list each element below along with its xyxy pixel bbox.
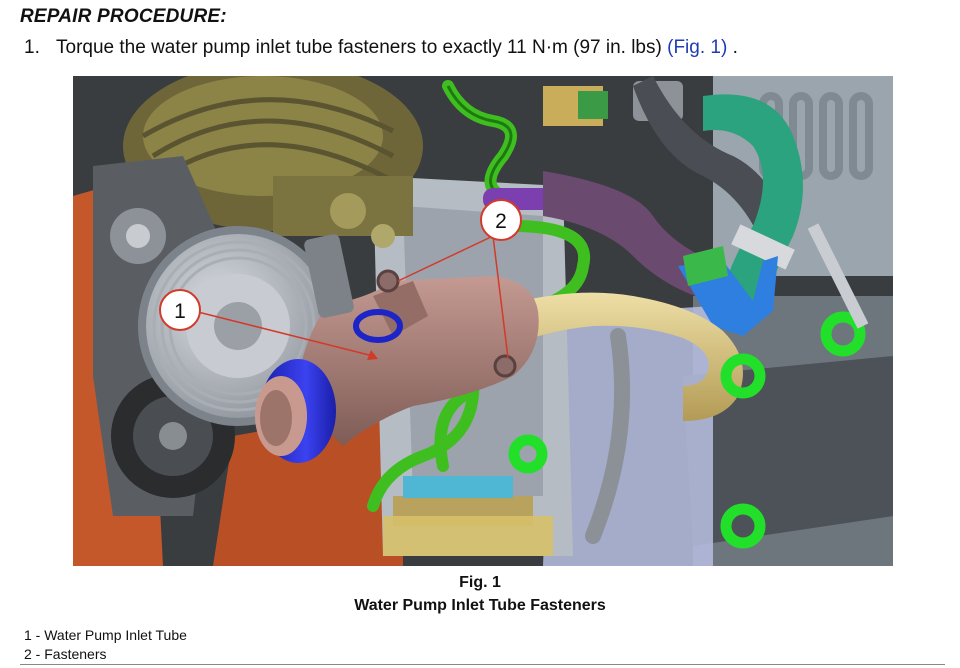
divider (20, 664, 945, 665)
engine-illustration: 1 2 (73, 76, 893, 566)
figure-image: 1 2 (73, 76, 893, 566)
legend-item: 1 - Water Pump Inlet Tube (24, 627, 187, 643)
step-number: 1. (24, 37, 40, 58)
step-text: Torque the water pump inlet tube fastene… (56, 37, 662, 58)
figure-caption-title: Water Pump Inlet Tube Fasteners (354, 597, 606, 614)
callout-1-label: 1 (174, 300, 186, 323)
section-heading: REPAIR PROCEDURE: (20, 6, 227, 27)
callout-2-label: 2 (495, 210, 507, 233)
step-trail: . (727, 37, 738, 58)
figure-link[interactable]: (Fig. 1) (667, 37, 728, 58)
legend-item: 2 - Fasteners (24, 646, 107, 662)
figure-legend: 1 - Water Pump Inlet Tube 2 - Fasteners (24, 626, 187, 664)
procedure-step-1: 1. Torque the water pump inlet tube faste… (24, 37, 738, 59)
callout-2: 2 (480, 199, 522, 241)
figure-caption-number: Fig. 1 (459, 574, 501, 591)
callout-1: 1 (159, 289, 201, 331)
